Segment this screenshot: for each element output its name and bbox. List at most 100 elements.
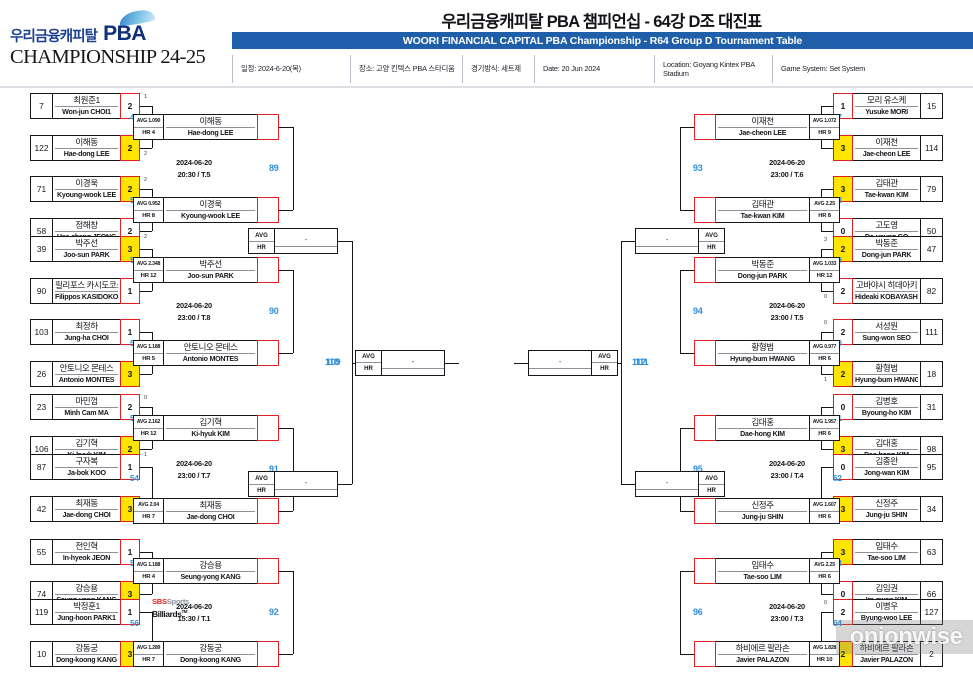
- r32-winner-slot[interactable]: [694, 558, 716, 584]
- r32-winner-slot[interactable]: [694, 498, 716, 524]
- match-time: 23:00 / T.5: [770, 312, 804, 322]
- r64-connector: [821, 291, 833, 292]
- player-sub-score: 0: [144, 395, 148, 401]
- r32-winner-slot[interactable]: [694, 197, 716, 223]
- meta-venue-kr: 장소: 고양 킨텍스 PBA 스타디움: [350, 55, 462, 83]
- r32-winner-slot[interactable]: [257, 114, 279, 140]
- player-hr: HR 7: [142, 656, 155, 663]
- r32-winner-slot[interactable]: [694, 340, 716, 366]
- player-seed: 87: [31, 455, 53, 479]
- player-name-kr: 최정하: [55, 321, 118, 333]
- match-time: 23:00 / T.3: [770, 613, 804, 623]
- hr-label: HR: [364, 365, 373, 372]
- player-score: 2: [120, 176, 140, 202]
- r32-winner-slot[interactable]: [257, 558, 279, 584]
- player-name-en: Tae-soo LIM: [867, 553, 906, 562]
- r64-connector: [140, 249, 152, 250]
- player-name-en: Hyung-bum HWANG: [855, 375, 918, 384]
- match-number: 89: [269, 162, 279, 173]
- player-name-kr: 김태관: [718, 199, 807, 211]
- match-date: 2024-06-20: [176, 458, 212, 468]
- r32-winner-slot[interactable]: [257, 641, 279, 667]
- player-seed: 26: [31, 362, 53, 386]
- r32-connector: [279, 353, 293, 354]
- avg-hr-value: -: [529, 351, 591, 375]
- player-name-kr: 고바야시 히데아키: [855, 279, 918, 292]
- player-avg: AVG 2.162: [134, 417, 163, 429]
- r32-winner-slot[interactable]: [257, 498, 279, 524]
- r32-winner-slot[interactable]: [694, 114, 716, 140]
- player-hr: HR 6: [818, 573, 831, 580]
- r32-winner-slot[interactable]: [694, 257, 716, 283]
- player-name-en: Ki-hyuk KIM: [191, 429, 230, 438]
- r64-bracket-spine: [152, 612, 153, 654]
- r32-winner-slot[interactable]: [257, 197, 279, 223]
- r64-connector: [140, 148, 152, 149]
- avg-label: AVG: [592, 351, 617, 363]
- player-name-en: Minh Cam MA: [64, 408, 109, 417]
- r32-winner-slot[interactable]: [257, 415, 279, 441]
- r32-winner-slot[interactable]: [257, 257, 279, 283]
- player-hr: HR 6: [818, 355, 831, 362]
- r32-winner-slot[interactable]: [257, 340, 279, 366]
- r32-winner-slot[interactable]: [694, 641, 716, 667]
- player-name-kr: 강동궁: [55, 643, 118, 655]
- r64-connector: [821, 407, 833, 408]
- r32-winner-slot[interactable]: [694, 415, 716, 441]
- page-title-kr: 우리금융캐피탈 PBA 챔피언십 - 64강 D조 대진표: [441, 13, 762, 31]
